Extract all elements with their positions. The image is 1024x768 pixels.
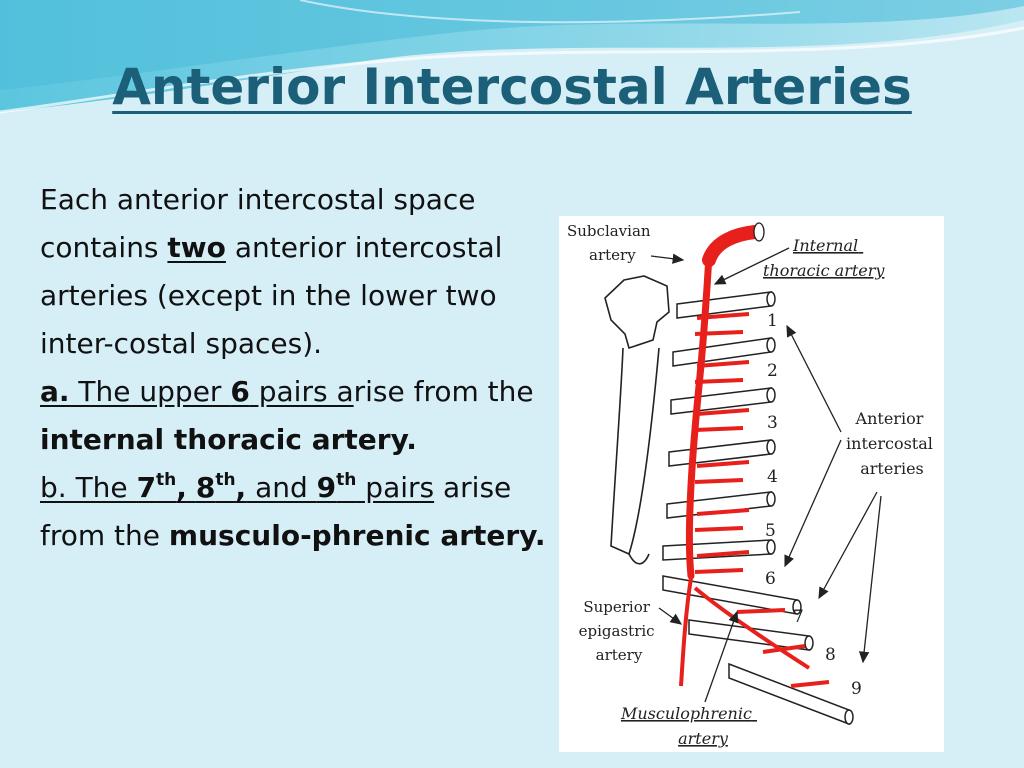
arrow-superior-epigastric [658, 607, 683, 625]
rib-end-7 [792, 599, 802, 615]
arrow-internal-thoracic [713, 247, 790, 285]
label-internal-thoracic-artery: Internal thoracic artery [763, 236, 885, 280]
label-anterior-intercostal-arteries: Anterior intercostal arteries [846, 409, 938, 478]
intercostal-branch-lower-2 [694, 378, 744, 384]
rib-number-8: 8 [825, 645, 836, 665]
intercostal-branch-lower-3 [694, 426, 744, 432]
rib-7 [662, 575, 798, 615]
musculophrenic-artery [693, 586, 811, 670]
background-waves [0, 0, 1024, 140]
rib-number-7: 7 [793, 607, 804, 627]
arrows-anterior-intercostal [784, 324, 882, 664]
subclavian-artery [702, 225, 762, 267]
rib-end-6 [766, 539, 776, 555]
intercostal-branch-upper-1 [696, 312, 750, 320]
intercostal-branch-upper-2 [696, 360, 750, 368]
rib-number-9: 9 [851, 679, 862, 699]
rib-number-5: 5 [765, 521, 776, 541]
rib-8 [688, 619, 810, 651]
intercostal-branch-lower-1 [694, 330, 744, 336]
rib-4 [668, 439, 772, 467]
intercostal-branch-lower-5 [694, 526, 744, 532]
intercostal-branch-lower-6 [694, 568, 744, 574]
emphasis-two: two [167, 231, 226, 264]
rib-number-4: 4 [767, 467, 778, 487]
rib-number-1: 1 [767, 311, 778, 331]
slide-title: Anterior Intercostal Arteries [112, 58, 912, 116]
rib-end-4 [766, 439, 776, 455]
arrow-subclavian [650, 253, 685, 264]
intercostal-branch-upper-5 [696, 508, 750, 516]
rib-end-3 [766, 387, 776, 403]
paragraph-intro: Each anterior intercostal space contains… [40, 183, 503, 360]
arrow-musculophrenic [704, 610, 739, 703]
label-subclavian-artery: Subclavian artery [567, 222, 655, 264]
paragraph-a: a. The upper 6 pairs arise from the inte… [40, 375, 534, 456]
rib-end-5 [766, 491, 776, 507]
label-musculophrenic-artery: Musculophrenic artery [620, 704, 757, 748]
label-superior-epigastric-artery: Superior epigastric artery [579, 598, 660, 664]
ribs [662, 291, 854, 726]
superior-epigastric-artery [679, 577, 693, 687]
intercostal-branch-upper-4 [696, 460, 750, 468]
musculophrenic-branch-8 [762, 644, 806, 654]
rib-3 [670, 387, 772, 415]
intercostal-branch-lower-4 [694, 478, 744, 484]
rib-end-1 [766, 291, 776, 307]
musculophrenic-branch-7 [736, 608, 786, 614]
intercostal-branch-upper-3 [696, 408, 750, 416]
arteries [679, 222, 830, 688]
rib-end-9 [844, 709, 854, 725]
body-text: Each anterior intercostal space contains… [40, 176, 550, 560]
rib-2 [672, 337, 772, 367]
rib-6 [662, 539, 772, 561]
rib-number-3: 3 [767, 413, 778, 433]
internal-thoracic-artery [685, 252, 713, 580]
rib-number-2: 2 [767, 361, 778, 381]
musculophrenic-branch-9 [790, 680, 830, 688]
paragraph-b: b. The 7th, 8th, and 9th pairs arise fro… [40, 469, 546, 552]
rib-number-6: 6 [765, 569, 776, 589]
rib-end-2 [766, 337, 776, 353]
sternum [604, 275, 670, 565]
intercostal-branch-upper-6 [696, 550, 750, 558]
rib-end-8 [804, 635, 814, 651]
subclavian-artery-end [753, 222, 765, 242]
